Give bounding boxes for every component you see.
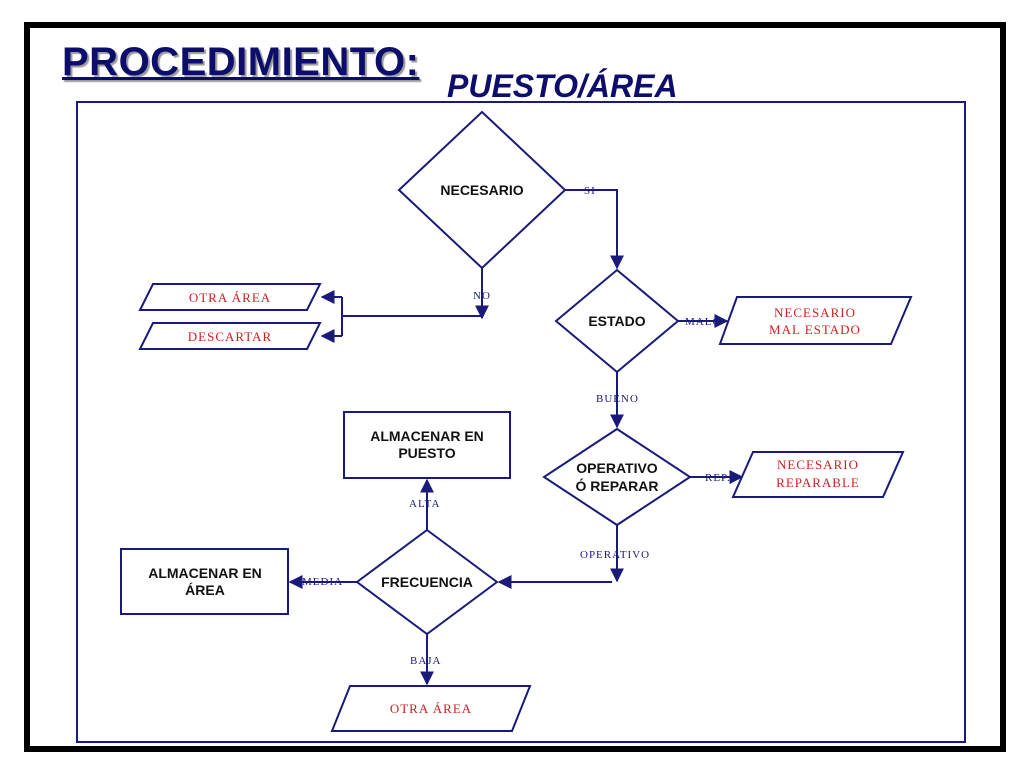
otra-area-top-label: OTRA ÁREA (189, 290, 271, 305)
edge-label-rep: REP. (705, 472, 731, 484)
reparable-label-2: REPARABLE (776, 475, 860, 490)
operativo-label-2: Ó REPARAR (576, 477, 659, 494)
page-title: PROCEDIMIENTO: (62, 40, 420, 84)
almacenar-puesto-label-2: PUESTO (398, 445, 455, 461)
reparable-label-1: NECESARIO (777, 457, 859, 472)
diagram-panel (76, 101, 966, 743)
edge-si (565, 189, 624, 270)
almacenar-area-label-2: ÁREA (185, 582, 225, 598)
output-necesario-mal-estado (718, 296, 913, 345)
edge-label-alta: ALTA (409, 498, 440, 510)
process-almacenar-area (120, 548, 289, 615)
edge-label-baja: BAJA (410, 655, 442, 667)
edge-label-bueno: BUENO (596, 393, 639, 405)
edge-label-no: NO (473, 290, 491, 302)
process-almacenar-puesto (343, 411, 511, 479)
output-otra-area-bottom (330, 685, 532, 732)
output-descartar (138, 322, 322, 350)
almacenar-puesto-label-1: ALMACENAR EN (370, 428, 484, 444)
mal-estado-label-1: NECESARIO (774, 305, 856, 320)
edge-label-malo: MALO (685, 316, 721, 328)
mal-estado-label-2: MAL ESTADO (769, 322, 861, 337)
necesario-label: NECESARIO (440, 182, 523, 198)
edge-label-media: MEDIA (302, 576, 343, 588)
page-subtitle: PUESTO/ÁREA (447, 68, 678, 104)
operativo-label-1: OPERATIVO (576, 460, 658, 476)
almacenar-area-label-1: ALMACENAR EN (148, 565, 262, 581)
output-otra-area-top (138, 283, 322, 311)
decision-operativo (542, 427, 692, 527)
descartar-label: DESCARTAR (188, 329, 272, 344)
otra-area-bottom-label: OTRA ÁREA (390, 701, 472, 716)
edge-label-operativo: OPERATIVO (580, 549, 650, 561)
frecuencia-label: FRECUENCIA (381, 574, 473, 590)
edge-label-si: SI (584, 185, 596, 197)
estado-label: ESTADO (588, 313, 645, 329)
